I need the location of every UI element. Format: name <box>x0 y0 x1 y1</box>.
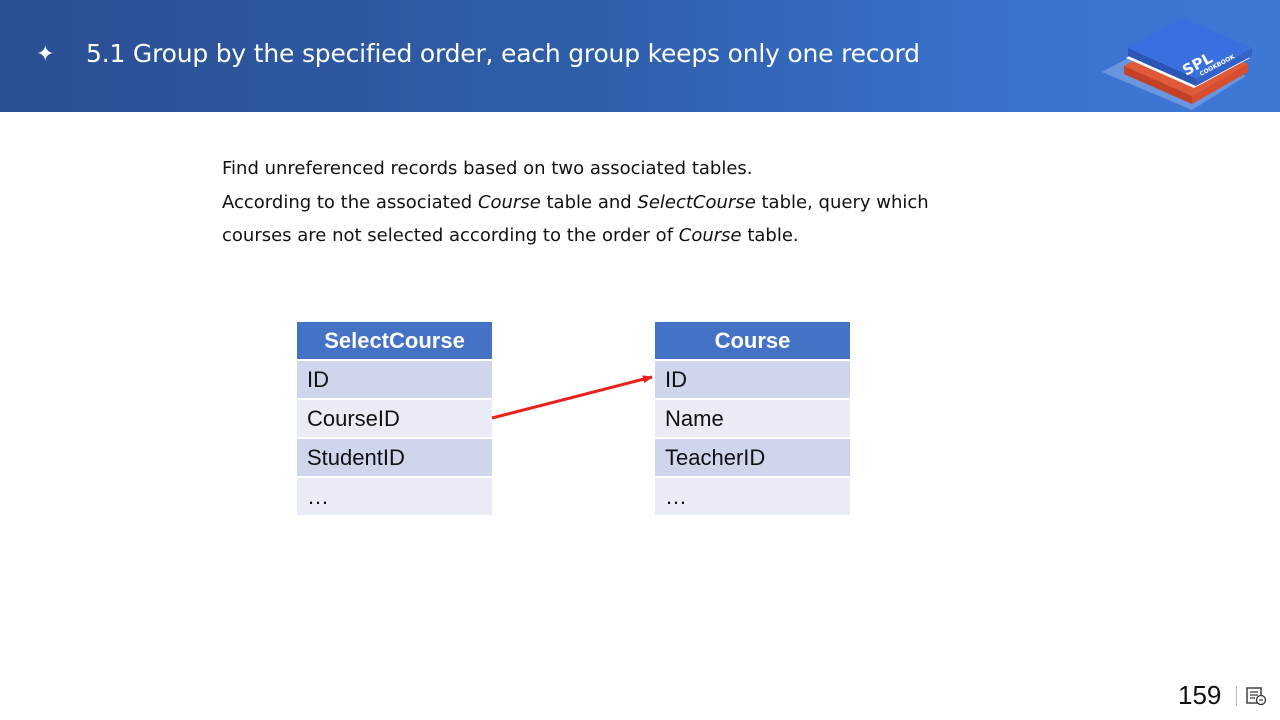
table-row: ID <box>297 361 492 400</box>
sparkle-icon: ✦ <box>36 42 55 67</box>
notes-icon[interactable] <box>1245 686 1267 706</box>
description-line-1: Find unreferenced records based on two a… <box>222 158 753 179</box>
course-table: Course ID Name TeacherID … <box>655 322 850 517</box>
table-header: Course <box>655 322 850 361</box>
description-line-3: courses are not selected according to th… <box>222 225 799 246</box>
table-header: SelectCourse <box>297 322 492 361</box>
table-row: … <box>655 478 850 517</box>
spl-cookbook-logo: SPL COOKBOOK <box>1102 18 1252 110</box>
table-row: … <box>297 478 492 517</box>
description: Find unreferenced records based on two a… <box>222 152 982 253</box>
table-row: ID <box>655 361 850 400</box>
slide-title: 5.1 Group by the specified order, each g… <box>86 39 920 68</box>
description-line-2: According to the associated Course table… <box>222 191 929 213</box>
divider <box>1236 686 1237 706</box>
select-course-table: SelectCourse ID CourseID StudentID … <box>297 322 492 517</box>
table-row: CourseID <box>297 400 492 439</box>
table-row: Name <box>655 400 850 439</box>
table-row: TeacherID <box>655 439 850 478</box>
title-banner: ✦ 5.1 Group by the specified order, each… <box>0 0 1280 112</box>
page-number: 159 <box>1178 680 1222 710</box>
table-row: StudentID <box>297 439 492 478</box>
